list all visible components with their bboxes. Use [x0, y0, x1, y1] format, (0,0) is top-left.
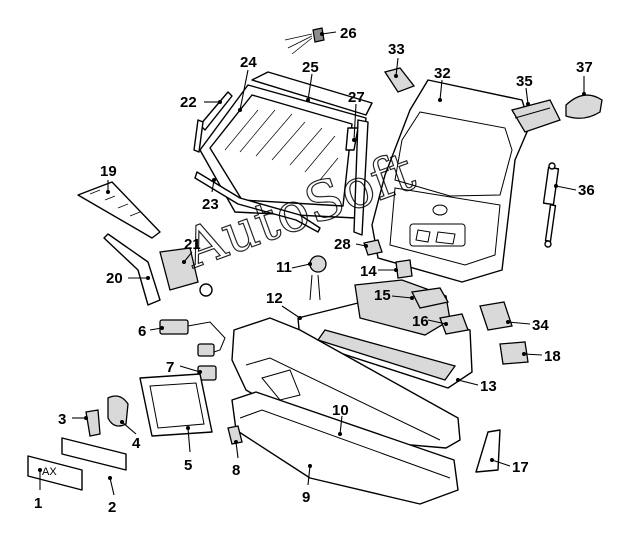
hinge-34 — [479, 301, 513, 331]
latch-16 — [439, 313, 469, 335]
part-3 — [85, 409, 101, 437]
callout-36: 36 — [578, 182, 595, 199]
callout-9: 9 — [302, 489, 310, 506]
callout-37: 37 — [576, 59, 593, 76]
lamp-18 — [499, 341, 529, 365]
callout-19: 19 — [100, 163, 117, 180]
callout-10: 10 — [332, 402, 349, 419]
callout-18: 18 — [544, 348, 561, 365]
callout-12: 12 — [266, 290, 283, 307]
plate-text: AX — [42, 466, 57, 478]
callout-27: 27 — [348, 89, 365, 106]
motor-35 — [511, 99, 561, 133]
callout-7: 7 — [166, 359, 174, 376]
callout-34: 34 — [532, 317, 549, 334]
lock-11 — [309, 255, 327, 301]
latch-15 — [411, 287, 450, 309]
callout-1: 1 — [34, 495, 42, 512]
part-4 — [107, 395, 129, 427]
lamp-33 — [383, 67, 416, 93]
washer-nozzle — [284, 27, 325, 55]
bumper — [231, 317, 461, 505]
callout-leaders — [38, 31, 586, 496]
plate-holder — [61, 437, 127, 471]
switch-28 — [363, 239, 383, 256]
wiring-harness — [159, 319, 226, 357]
rear-window-assembly — [193, 71, 373, 236]
bracket-17 — [475, 429, 501, 473]
callout-32: 32 — [434, 65, 451, 82]
callout-4: 4 — [132, 435, 141, 452]
callout-15: 15 — [374, 287, 391, 304]
callout-25: 25 — [302, 59, 319, 76]
wiper-motor — [159, 247, 213, 297]
callout-33: 33 — [388, 41, 405, 58]
actuator-14 — [395, 259, 413, 279]
license-plate: AX — [27, 455, 83, 491]
callout-3: 3 — [58, 411, 66, 428]
callout-21: 21 — [184, 236, 201, 253]
wiper-blade — [77, 181, 161, 239]
fastener-8 — [227, 425, 243, 445]
callout-24: 24 — [240, 54, 257, 71]
callout-23: 23 — [202, 196, 219, 213]
callout-28: 28 — [334, 236, 351, 253]
callout-labels: 1 2 3 4 5 6 7 8 9 10 11 12 13 14 15 16 1… — [34, 25, 595, 516]
callout-6: 6 — [138, 323, 146, 340]
callout-14: 14 — [360, 263, 377, 280]
clip-7 — [197, 365, 217, 381]
plate-bracket-5 — [139, 373, 213, 437]
callout-20: 20 — [106, 270, 123, 287]
callout-2: 2 — [108, 499, 116, 516]
callout-13: 13 — [480, 378, 497, 395]
callout-17: 17 — [512, 459, 529, 476]
callout-22: 22 — [180, 94, 197, 111]
callout-16: 16 — [412, 313, 429, 330]
callout-35: 35 — [516, 73, 533, 90]
callout-5: 5 — [184, 457, 192, 474]
light-37 — [565, 94, 603, 119]
callout-11: 11 — [276, 259, 292, 276]
gas-strut-36 — [542, 162, 560, 248]
wiper-arm — [103, 233, 161, 306]
callout-26: 26 — [340, 25, 357, 42]
callout-8: 8 — [232, 462, 240, 479]
